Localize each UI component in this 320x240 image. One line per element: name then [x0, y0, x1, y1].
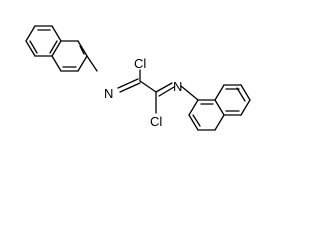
central-backbone	[117, 69, 175, 114]
bond-c-c	[139, 80, 157, 93]
bond	[77, 40, 88, 57]
bond	[214, 114, 225, 131]
right-naphthalene	[188, 84, 251, 131]
atom-cl-top: Cl	[134, 56, 146, 71]
bond	[188, 114, 199, 131]
double-bond	[79, 45, 85, 55]
molecule-diagram: Cl Cl N N	[25, 25, 251, 131]
double-bond-n-c	[117, 78, 139, 89]
bond-c-n-left	[86, 55, 98, 72]
double-bond-c-n	[155, 82, 173, 93]
bond	[240, 99, 251, 116]
double-bond	[236, 87, 246, 102]
bond	[51, 40, 62, 57]
bond-c-n-right	[180, 85, 199, 101]
double-bond	[192, 114, 201, 127]
double-bond	[29, 40, 38, 54]
double-bond-c-n	[158, 86, 175, 97]
bond	[51, 55, 62, 72]
bond	[25, 25, 36, 42]
atom-cl-bottom: Cl	[150, 114, 162, 129]
bond	[240, 84, 251, 101]
double-bond-n-c	[119, 82, 141, 93]
bond	[188, 99, 199, 116]
bond	[214, 99, 225, 116]
double-bond	[49, 40, 58, 54]
bond	[25, 40, 36, 57]
bond	[77, 55, 88, 72]
atom-n-left: N	[104, 86, 113, 101]
bond	[214, 84, 225, 101]
left-naphthalene	[25, 25, 88, 72]
atom-n-right: N	[173, 79, 182, 94]
structure-canvas: Cl Cl N N	[25, 25, 251, 131]
bond	[51, 25, 62, 42]
